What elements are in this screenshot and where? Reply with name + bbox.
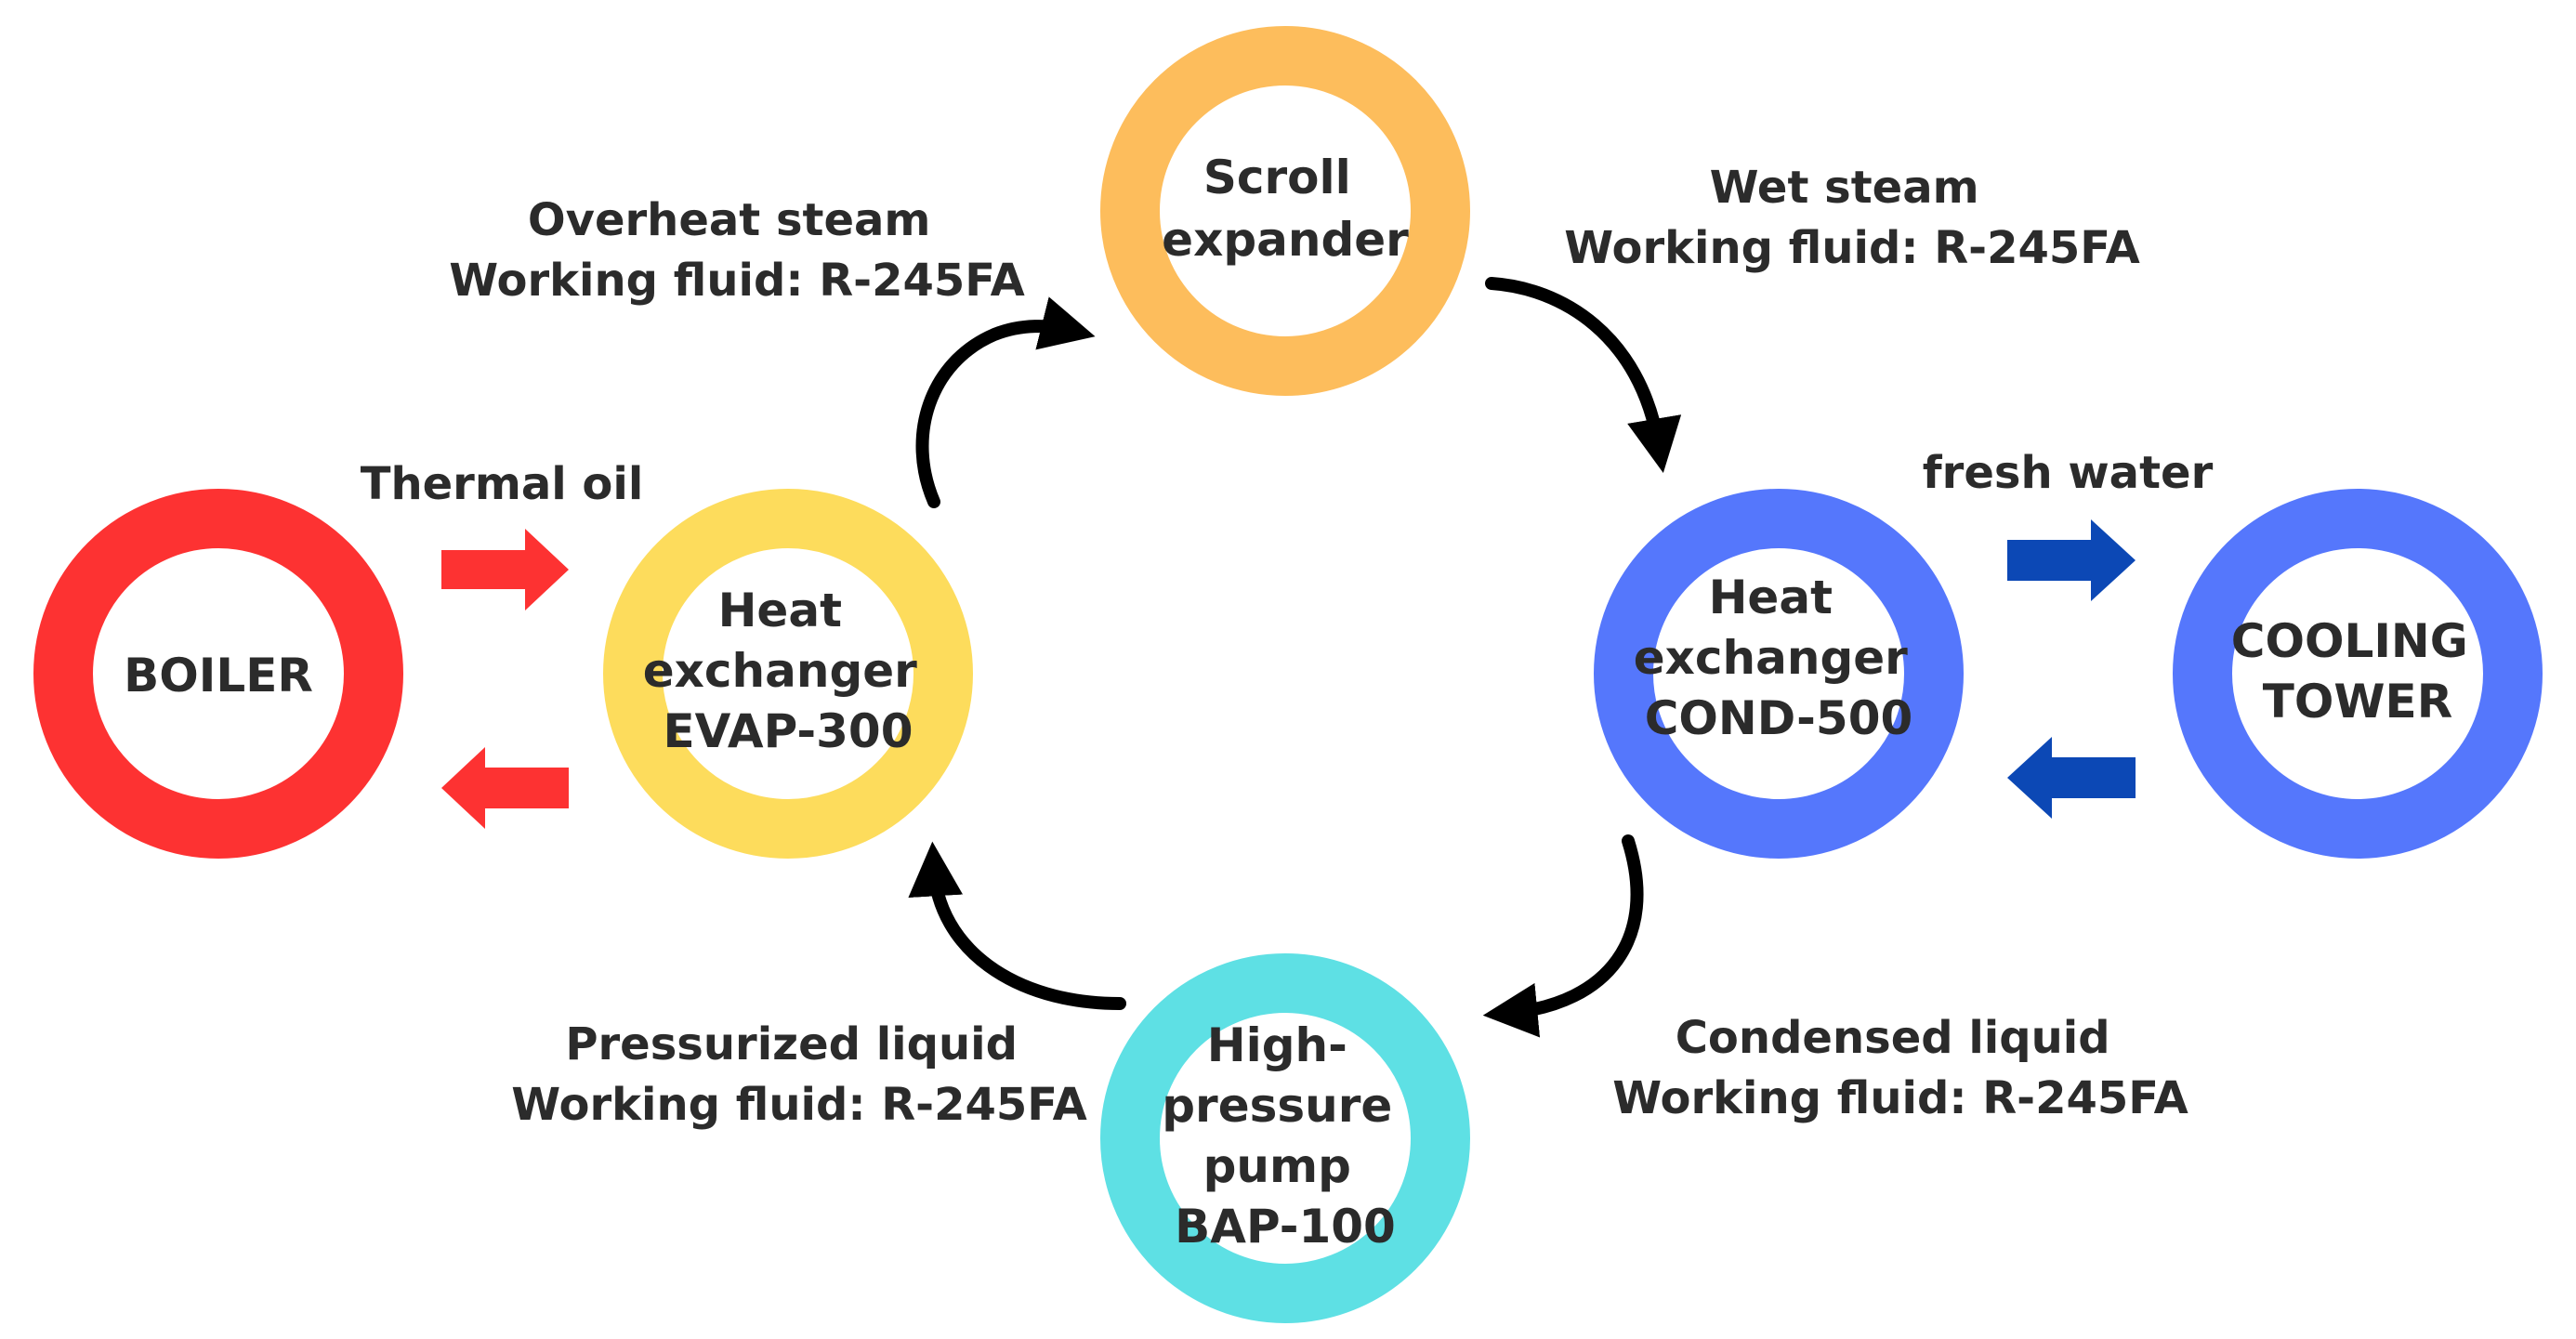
wet-steam-label: Wet steam Working fluid: R-245FA: [1564, 162, 2139, 274]
thermal-oil-arrow-left: [441, 747, 569, 829]
evap-label: Heat exchanger EVAP-300: [643, 584, 934, 758]
condensed-liquid-label: Condensed liquid Working fluid: R-245FA: [1612, 1012, 2188, 1124]
thermal-oil-arrow-right: [441, 529, 569, 610]
boiler-label: BOILER: [124, 649, 313, 702]
tower-ring: [2173, 489, 2543, 859]
fresh-water-label: fresh water: [1923, 447, 2214, 499]
boiler-ring: [33, 489, 403, 859]
overheat-label: Overheat steam Working fluid: R-245FA: [449, 194, 1024, 307]
pump-label: High- pressure pump BAP-100: [1162, 1018, 1408, 1254]
fresh-water-arrow-left: [2007, 737, 2136, 819]
pump-ring: [1100, 953, 1470, 1323]
tower-label: COOLING TOWER: [2231, 614, 2484, 729]
cond-label: Heat exchanger COND-500: [1634, 571, 1925, 745]
cond-to-pump-arrow: [1482, 834, 1644, 1038]
expander-to-cond-arrow: [1485, 277, 1682, 473]
thermal-oil-label: Thermal oil: [361, 458, 644, 510]
evap-ring: [603, 489, 973, 859]
expander-ring: [1100, 26, 1470, 396]
evap-to-expander-arrow: [915, 296, 1096, 508]
expander-label: Scroll expander: [1162, 151, 1409, 267]
pump-to-evap-arrow: [908, 841, 1126, 1010]
cond-ring: [1594, 489, 1964, 859]
pressurized-liquid-label: Pressurized liquid Working fluid: R-245F…: [511, 1018, 1086, 1131]
fresh-water-arrow-right: [2007, 519, 2136, 601]
